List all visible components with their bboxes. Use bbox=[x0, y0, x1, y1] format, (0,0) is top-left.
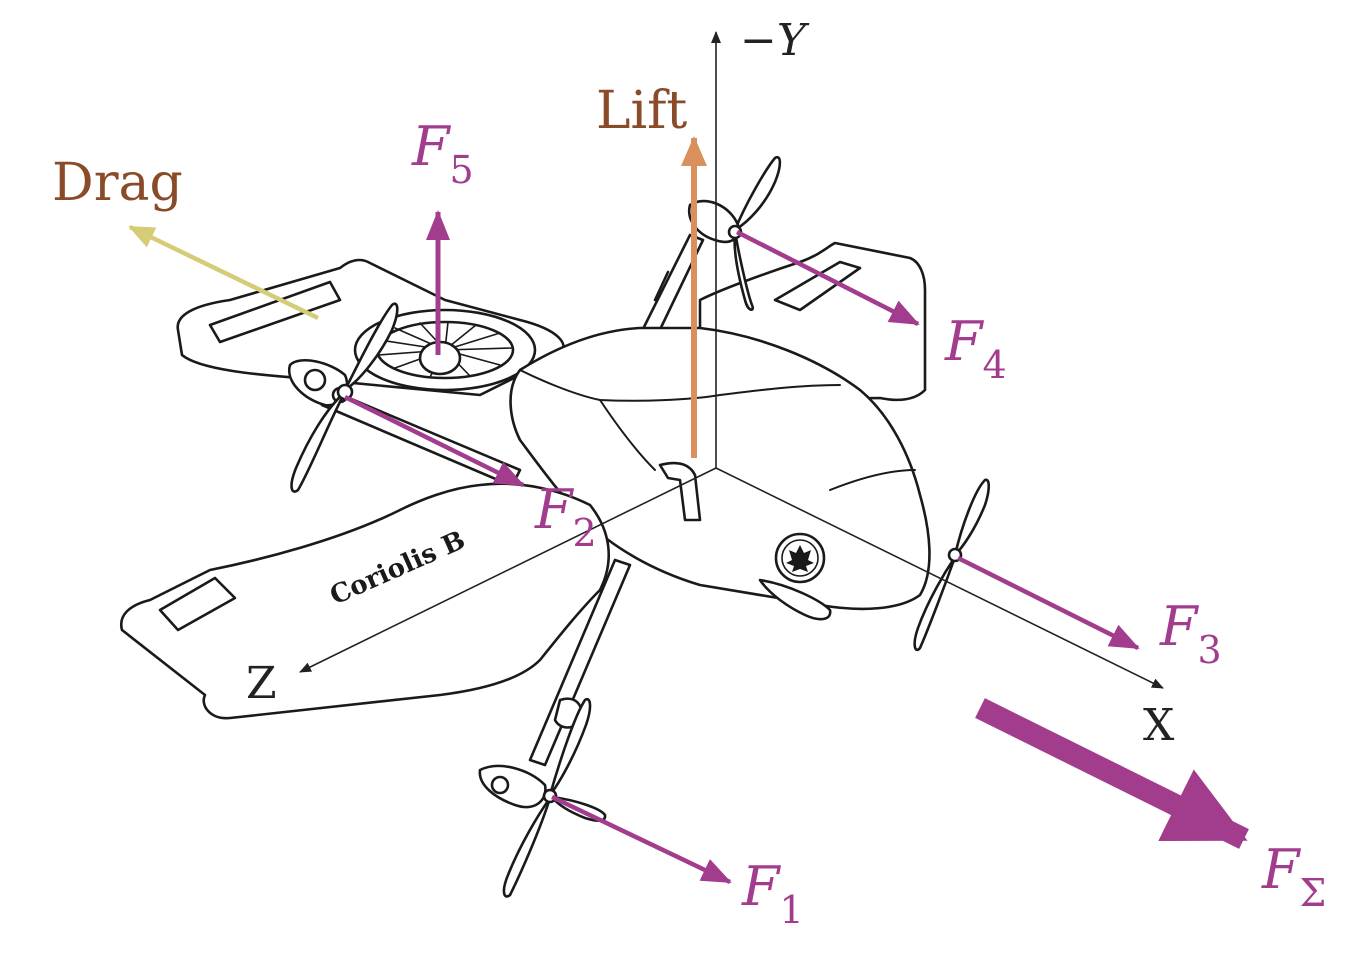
fsum-label: FΣ bbox=[1261, 838, 1326, 915]
fuselage bbox=[509, 326, 931, 611]
nose-pod bbox=[758, 578, 832, 621]
f5-label: F5 bbox=[411, 115, 474, 192]
f4-arrow bbox=[735, 229, 920, 327]
rotor-f4 bbox=[687, 155, 782, 311]
rear-left-aileron bbox=[208, 280, 342, 344]
axis-x-label: X bbox=[1143, 700, 1175, 751]
front-left-wing bbox=[119, 482, 611, 720]
f4-label: F4 bbox=[944, 310, 1007, 387]
f2-arrow bbox=[344, 394, 525, 488]
drag-label: Drag bbox=[52, 153, 183, 213]
labels: −Y X Z Lift Drag F5 F4 F2 F3 F1 FΣ bbox=[52, 15, 1326, 932]
axis-y-label: −Y bbox=[740, 15, 810, 66]
landing-strut bbox=[658, 461, 702, 522]
fsum-arrow bbox=[975, 698, 1249, 849]
drag-arrow bbox=[128, 224, 319, 321]
f3-arrow bbox=[956, 555, 1140, 651]
roundel-emblem bbox=[774, 532, 826, 584]
f1-label: F1 bbox=[741, 855, 804, 932]
lift-label: Lift bbox=[596, 81, 687, 141]
f3-label: F3 bbox=[1159, 595, 1222, 672]
z-axis-line bbox=[299, 467, 717, 673]
f2-label: F2 bbox=[534, 478, 597, 555]
rotor-f2 bbox=[290, 302, 399, 493]
ducted-fan bbox=[353, 308, 537, 392]
force-arrows bbox=[128, 136, 1249, 885]
axes bbox=[299, 31, 1164, 689]
x-axis-line bbox=[715, 467, 1164, 689]
front-left-aileron bbox=[158, 576, 237, 632]
aircraft-drawing bbox=[119, 155, 991, 898]
f1-arrow bbox=[551, 794, 732, 885]
axis-z-label: Z bbox=[246, 658, 277, 709]
front-boom bbox=[478, 558, 632, 809]
